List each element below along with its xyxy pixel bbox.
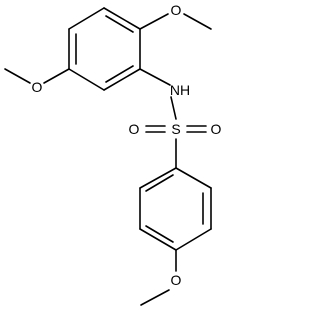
bond [175, 228, 212, 251]
atom-nh: NH [170, 82, 190, 98]
bond [175, 167, 212, 189]
bond [43, 68, 70, 84]
bond [140, 289, 170, 306]
bond [139, 167, 177, 189]
atom-oxygen: O [129, 121, 140, 137]
dimethoxyphenyl-ring [68, 7, 141, 91]
atom-oxygen: O [171, 272, 182, 288]
bond [68, 7, 105, 30]
bond [139, 228, 177, 251]
bond [68, 68, 105, 91]
atom-sulfur: S [171, 121, 180, 137]
bond [103, 68, 141, 91]
methoxyphenyl-ring [139, 167, 212, 251]
bond [170, 96, 177, 120]
double-bond-inner [105, 65, 134, 83]
atom-oxygen: O [32, 79, 43, 95]
bond [139, 68, 171, 86]
double-bond-inner [145, 225, 174, 243]
bond [103, 7, 141, 30]
bond [4, 68, 31, 84]
double-bond-inner [105, 15, 134, 33]
bond [183, 13, 212, 30]
atom-oxygen: O [171, 2, 182, 18]
bond [139, 13, 169, 30]
atom-oxygen: O [211, 121, 222, 137]
chemical-structure-diagram: O O NH S O O O [4, 2, 222, 306]
double-bond-inner [145, 174, 174, 192]
